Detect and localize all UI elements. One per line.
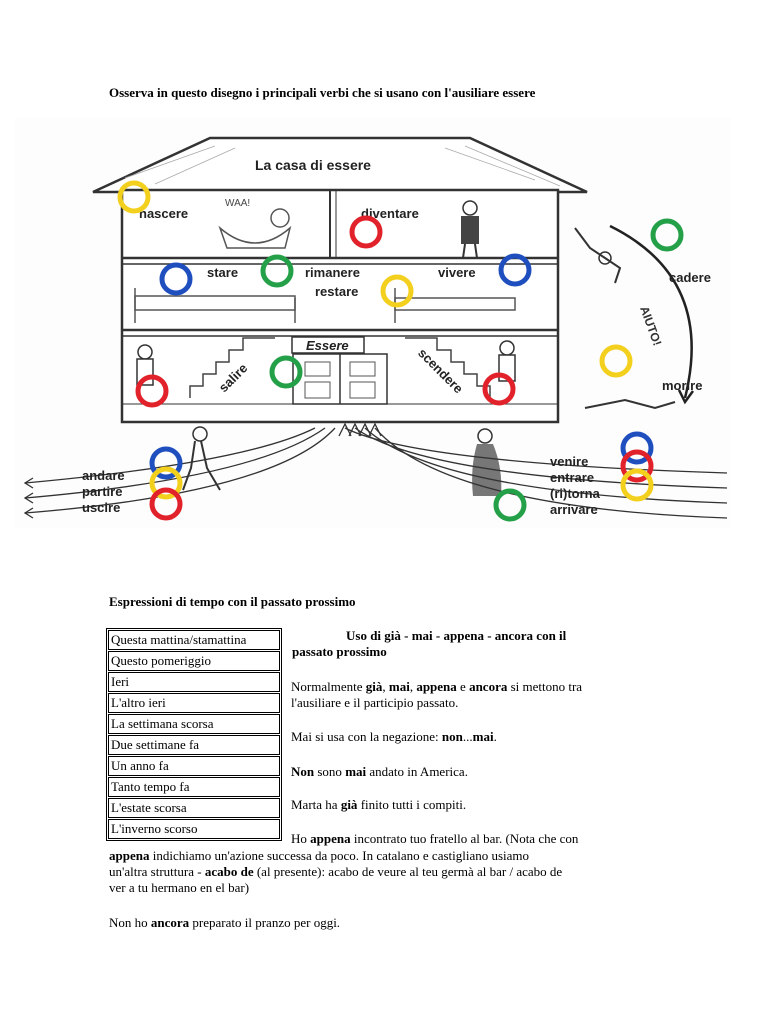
- verb-arrivare: arrivare: [550, 502, 598, 517]
- time-expression-row: L'altro ieri: [108, 693, 280, 713]
- verb-cadere: cadere: [669, 270, 711, 285]
- ring-partire-stairs: [135, 374, 169, 408]
- time-expression-row: L'inverno scorso: [108, 819, 280, 839]
- ring-venire: [620, 431, 654, 465]
- ring-arrivare: [493, 488, 527, 522]
- verb-vivere: vivere: [438, 265, 476, 280]
- time-expression-row: Ieri: [108, 672, 280, 692]
- ring-andare: [149, 446, 183, 480]
- time-expression-row: Tanto tempo fa: [108, 777, 280, 797]
- time-expression-row: Due settimane fa: [108, 735, 280, 755]
- verb-ritornare: (ri)torna: [550, 486, 601, 501]
- verb-partire: partire: [82, 484, 122, 499]
- usage-paragraph-4: Marta ha già finito tutti i compiti.: [291, 797, 467, 812]
- usage-heading: Uso di già - mai - appena - ancora con i…: [292, 628, 567, 659]
- time-expression-row: L'estate scorsa: [108, 798, 280, 818]
- verb-rimanere: rimanere: [305, 265, 360, 280]
- verb-andare: andare: [82, 468, 125, 483]
- verb-venire: venire: [550, 454, 588, 469]
- section-title-time-expressions: Espressioni di tempo con il passato pros…: [109, 594, 356, 609]
- time-expression-row: Questo pomeriggio: [108, 651, 280, 671]
- ring-stare: [159, 262, 193, 296]
- ring-scendere: [482, 372, 516, 406]
- ring-partire: [149, 466, 183, 500]
- ring-ritornare: [620, 468, 654, 502]
- ring-restare: [380, 274, 414, 308]
- intro-heading: Osserva in questo disegno i principali v…: [109, 85, 536, 100]
- time-expression-row: Questa mattina/stamattina: [108, 630, 280, 650]
- usage-paragraph-5-line-2: appena indichiamo un'azione successa da …: [109, 848, 530, 863]
- ring-diventare: [349, 215, 383, 249]
- waa-text: WAA!: [225, 198, 250, 209]
- time-expression-row: La settimana scorsa: [108, 714, 280, 734]
- ring-cadere: [650, 218, 684, 252]
- ring-entrare: [620, 449, 654, 483]
- verb-stare: stare: [207, 265, 238, 280]
- usage-paragraph-5-line-3: un'altra struttura - acabo de (al presen…: [109, 864, 563, 879]
- usage-paragraph-5-line-4: ver a tu hermano en el bar): [109, 880, 250, 895]
- time-expressions-table: Questa mattina/stamattina Questo pomerig…: [106, 628, 282, 841]
- usage-paragraph-1: Normalmente già, mai, appena e ancora si…: [291, 679, 583, 710]
- verb-nascere: nascere: [139, 206, 188, 221]
- time-expression-row: Un anno fa: [108, 756, 280, 776]
- ring-morire: [599, 344, 633, 378]
- ring-vivere: [498, 253, 532, 287]
- ring-rimanere: [260, 254, 294, 288]
- house-title: La casa di essere: [255, 157, 371, 173]
- door-sign: Essere: [306, 338, 349, 353]
- verb-diventare: diventare: [361, 206, 419, 221]
- usage-paragraph-3: Non sono mai andato in America.: [291, 764, 468, 779]
- usage-paragraph-5-line-1: Ho appena incontrato tuo fratello al bar…: [291, 831, 579, 846]
- verb-entrare: entrare: [550, 470, 594, 485]
- verb-restare: restare: [315, 284, 358, 299]
- verb-uscire: uscire: [82, 500, 120, 515]
- ring-nascere: [117, 180, 151, 214]
- verb-morire: morire: [662, 378, 702, 393]
- ring-salire: [269, 355, 303, 389]
- usage-paragraph-2: Mai si usa con la negazione: non...mai.: [291, 729, 497, 744]
- casa-di-essere-illustration: La casa di essere WAA! Essere AIUTO!: [15, 118, 731, 528]
- ring-uscire: [149, 487, 183, 521]
- usage-paragraph-6: Non ho ancora preparato il pranzo per og…: [109, 915, 341, 930]
